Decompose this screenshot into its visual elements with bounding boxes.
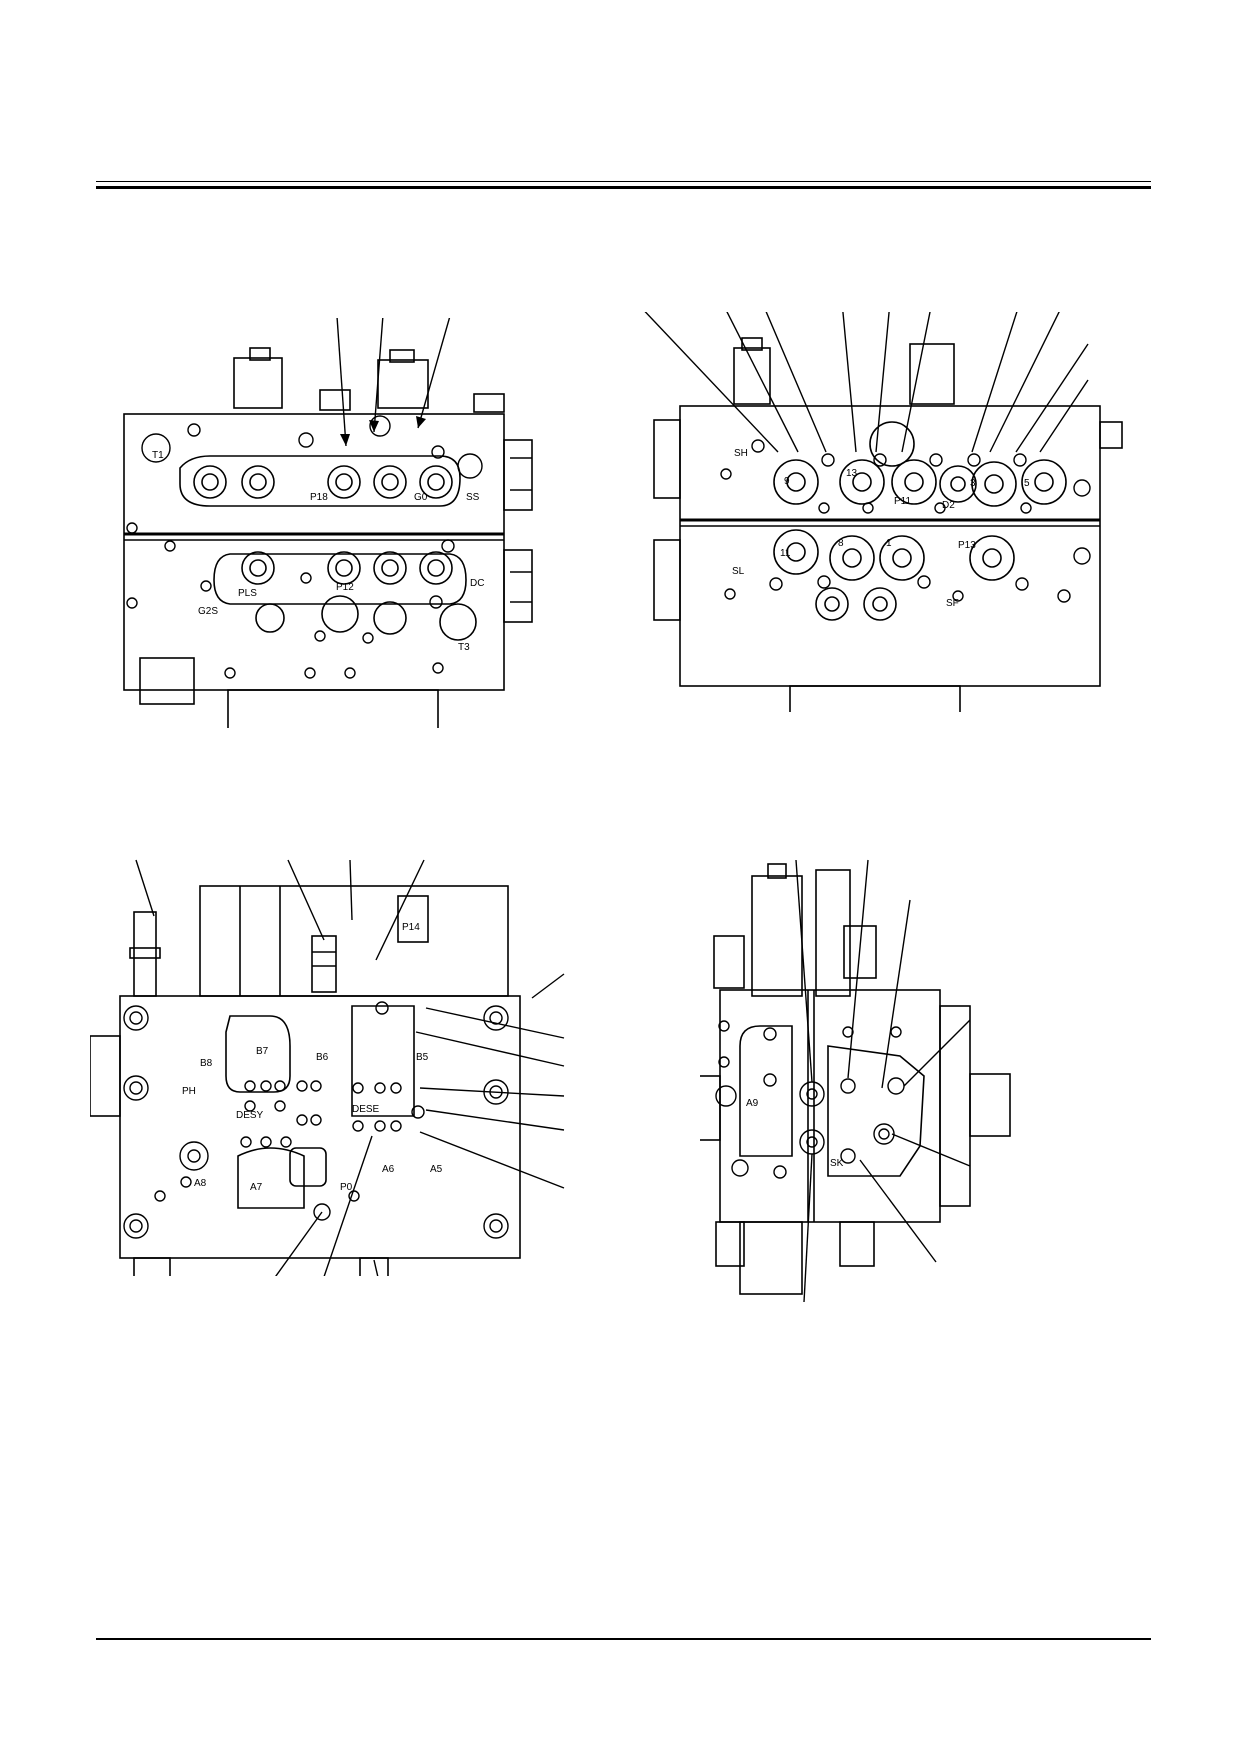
header-rule-thin xyxy=(96,181,1151,182)
label-a6: A6 xyxy=(382,1164,395,1175)
label-b8: B8 xyxy=(200,1058,213,1069)
label-3: 3 xyxy=(970,478,976,489)
label-p14: P14 xyxy=(402,922,420,933)
label-5: 5 xyxy=(1024,478,1030,489)
footer-rule xyxy=(96,1638,1151,1640)
label-p0: P0 xyxy=(340,1182,353,1193)
label-a5: A5 xyxy=(430,1164,443,1175)
label-dese: DESE xyxy=(352,1104,380,1115)
label-t3: T3 xyxy=(458,642,470,653)
label-t1: T1 xyxy=(152,450,164,461)
header-rule-thick xyxy=(96,186,1151,189)
label-9: 9 xyxy=(784,476,790,487)
label-b6: B6 xyxy=(316,1052,329,1063)
label-b5: B5 xyxy=(416,1052,429,1063)
label-p18: P18 xyxy=(310,492,328,503)
label-a9: A9 xyxy=(746,1098,759,1109)
label-13: 13 xyxy=(846,468,858,479)
label-dc: DC xyxy=(470,578,484,589)
label-ph: PH xyxy=(182,1086,196,1097)
valve-figure-top-right: SH 9 13 P11 D2 3 5 SL 11 8 1 P13 SF xyxy=(644,312,1123,712)
label-desy: DESY xyxy=(236,1110,264,1121)
label-sf: SF xyxy=(946,598,959,609)
label-sk: SK xyxy=(830,1158,844,1169)
label-g2s: G2S xyxy=(198,606,218,617)
valve-figure-bottom-left: P14 PH B8 B7 B6 B5 DESY DESE A8 A7 A6 A5… xyxy=(90,859,565,1276)
label-g0: G0 xyxy=(414,492,428,503)
label-d2: D2 xyxy=(942,500,955,511)
label-sl: SL xyxy=(732,566,745,577)
label-pls: PLS xyxy=(238,588,257,599)
label-8: 8 xyxy=(838,538,844,549)
label-a7: A7 xyxy=(250,1182,263,1193)
label-b7: B7 xyxy=(256,1046,269,1057)
label-1: 1 xyxy=(886,538,892,549)
label-sh: SH xyxy=(734,448,748,459)
label-p11: P11 xyxy=(894,496,911,507)
label-p12: P12 xyxy=(336,582,354,593)
label-a8: A8 xyxy=(194,1178,207,1189)
label-ss: SS xyxy=(466,492,480,503)
label-11: 11 xyxy=(780,548,791,559)
valve-figure-bottom-right: A9 SK xyxy=(700,859,1011,1303)
label-p13: P13 xyxy=(958,540,976,551)
valve-figure-top-left: T1 G2S P18 G0 SS PLS P12 DC T3 xyxy=(123,318,533,728)
